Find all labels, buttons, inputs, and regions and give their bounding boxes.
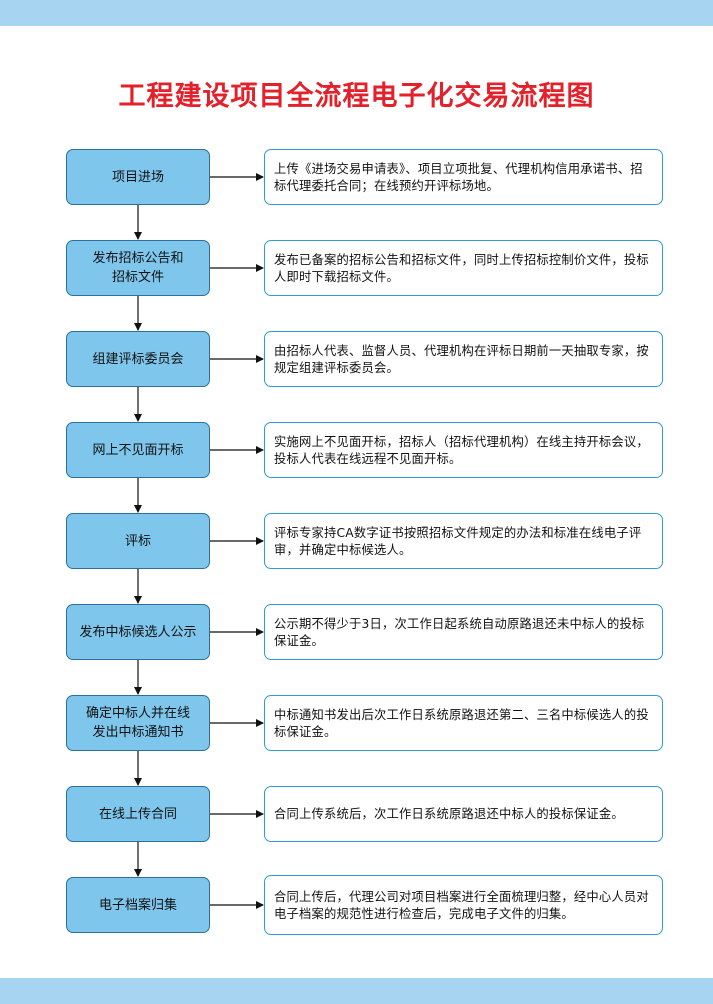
step-1-description: 上传《进场交易申请表》、项目立项批复、代理机构信用承诺书、招标代理委托合同；在线… bbox=[264, 149, 663, 205]
step-3-description: 由招标人代表、监督人员、代理机构在评标日期前一天抽取专家，按规定组建评标委员会。 bbox=[264, 331, 663, 387]
step-6-label: 发布中标候选人公示 bbox=[79, 624, 197, 640]
step-2-label: 发布招标公告和 招标文件 bbox=[92, 251, 184, 285]
step-7-label: 确定中标人并在线 发出中标通知书 bbox=[85, 706, 190, 740]
step-4-description: 实施网上不见面开标，招标人（招标代理机构）在线主持开标会议，投标人代表在线远程不… bbox=[264, 422, 663, 478]
step-5-label: 评标 bbox=[124, 533, 151, 549]
step-9-description: 合同上传后，代理公司对项目档案进行全面梳理归整，经中心人员对电子档案的规范性进行… bbox=[264, 875, 663, 935]
step-4-label: 网上不见面开标 bbox=[92, 442, 184, 458]
step-9-box: 电子档案归集 bbox=[66, 877, 210, 933]
top-band bbox=[0, 0, 713, 26]
step-5-description: 评标专家持CA数字证书按照招标文件规定的办法和标准在线电子评审，并确定中标候选人… bbox=[264, 513, 663, 569]
step-3-label: 组建评标委员会 bbox=[92, 351, 184, 367]
step-5-box: 评标 bbox=[66, 513, 210, 569]
step-2-box: 发布招标公告和 招标文件 bbox=[66, 240, 210, 296]
step-8-label: 在线上传合同 bbox=[98, 806, 177, 822]
bottom-band bbox=[0, 978, 713, 1004]
step-1-label: 项目进场 bbox=[111, 169, 164, 185]
step-6-description: 公示期不得少于3日，次工作日起系统自动原路退还未中标人的投标保证金。 bbox=[264, 604, 663, 660]
page-title: 工程建设项目全流程电子化交易流程图 bbox=[118, 81, 595, 112]
step-2-description: 发布已备案的招标公告和招标文件，同时上传招标控制价文件，投标人即时下载招标文件。 bbox=[264, 240, 663, 296]
step-9-label: 电子档案归集 bbox=[98, 897, 177, 913]
step-6-box: 发布中标候选人公示 bbox=[66, 604, 210, 660]
step-1-box: 项目进场 bbox=[66, 149, 210, 205]
step-7-box: 确定中标人并在线 发出中标通知书 bbox=[66, 695, 210, 751]
step-8-description: 合同上传系统后，次工作日系统原路退还中标人的投标保证金。 bbox=[264, 786, 663, 842]
step-8-box: 在线上传合同 bbox=[66, 786, 210, 842]
step-3-box: 组建评标委员会 bbox=[66, 331, 210, 387]
step-4-box: 网上不见面开标 bbox=[66, 422, 210, 478]
step-7-description: 中标通知书发出后次工作日系统原路退还第二、三名中标候选人的投标保证金。 bbox=[264, 695, 663, 751]
